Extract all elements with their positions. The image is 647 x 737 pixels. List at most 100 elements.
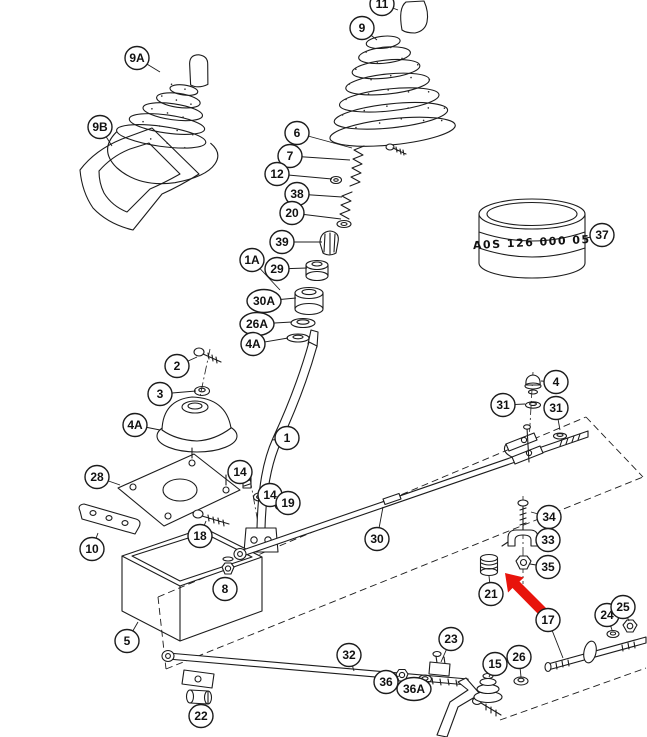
callout-12 — [264, 161, 290, 187]
sleeve-37: A0S 126 000 05 — [473, 198, 591, 279]
callout-1 — [274, 425, 300, 451]
callout-label-22: 22 — [194, 709, 208, 723]
callout-23 — [438, 626, 464, 652]
housing-5 — [121, 527, 263, 642]
callout-label-15: 15 — [488, 657, 502, 671]
screw-2 — [193, 347, 222, 364]
washer-31-right — [552, 432, 568, 440]
washer-20 — [336, 219, 352, 229]
gear-lever-boot-small — [107, 54, 219, 185]
callout-29 — [264, 256, 290, 282]
callout-33 — [535, 527, 561, 553]
callout-37 — [589, 222, 615, 248]
callout-label-4A: 4A — [245, 337, 261, 351]
callout-label-6: 6 — [294, 126, 301, 140]
boot-trim-frame — [79, 127, 200, 231]
callout-22 — [188, 703, 214, 729]
callout-label-1A: 1A — [244, 253, 260, 267]
callout-label-28: 28 — [90, 470, 104, 484]
callout-25 — [610, 594, 636, 620]
screw-7 — [385, 143, 407, 156]
callout-label-7: 7 — [287, 149, 294, 163]
callout-9A — [124, 45, 150, 71]
screw-34 — [517, 499, 529, 531]
callout-label-30: 30 — [370, 532, 384, 546]
clamp-23 — [428, 650, 451, 677]
callout-4A — [240, 331, 266, 357]
bushing-21 — [479, 553, 499, 577]
callout-label-14: 14 — [263, 488, 277, 502]
selector-rod-30 — [233, 424, 589, 561]
callout-3 — [147, 381, 173, 407]
callout-20 — [279, 200, 305, 226]
callout-label-21: 21 — [484, 587, 498, 601]
cup-30a — [294, 286, 324, 316]
bushing-29 — [305, 259, 329, 282]
callout-26 — [506, 644, 532, 670]
nut-8 — [221, 556, 235, 575]
callout-label-31: 31 — [496, 398, 510, 412]
callout-label-14: 14 — [233, 465, 247, 479]
callout-19 — [275, 490, 301, 516]
callout-label-34: 34 — [542, 510, 556, 524]
shift-knob — [400, 0, 429, 34]
spring-38 — [339, 191, 353, 220]
washer-3 — [193, 385, 211, 397]
sleeve-part-number: A0S 126 000 05 — [473, 233, 591, 252]
callout-label-31: 31 — [549, 401, 563, 415]
callout-label-9A: 9A — [129, 51, 145, 65]
callout-label-2: 2 — [174, 359, 181, 373]
washer-26 — [513, 676, 529, 686]
ring-26a — [290, 317, 316, 329]
callout-35 — [535, 554, 561, 580]
callout-4 — [543, 369, 569, 395]
callout-label-10: 10 — [85, 542, 99, 556]
lever-dome-4a — [156, 396, 238, 453]
callout-label-37: 37 — [595, 228, 609, 242]
callout-label-23: 23 — [444, 632, 458, 646]
callout-8 — [212, 576, 238, 602]
callout-18 — [187, 523, 213, 549]
callout-label-32: 32 — [342, 648, 356, 662]
callout-label-4A: 4A — [127, 418, 143, 432]
callout-label-9: 9 — [359, 21, 366, 35]
callout-label-33: 33 — [541, 533, 555, 547]
callout-label-26A: 26A — [246, 317, 268, 331]
washer-31-left — [524, 401, 542, 409]
upper-lever-small-parts — [286, 143, 407, 343]
callout-28 — [84, 464, 110, 490]
callout-39 — [269, 229, 295, 255]
callout-label-29: 29 — [270, 262, 284, 276]
callout-1A — [239, 247, 265, 273]
gear-lever-boot-large — [329, 35, 456, 147]
callout-11 — [369, 0, 395, 17]
bolt-18 — [192, 509, 230, 527]
callout-label-12: 12 — [270, 167, 284, 181]
callout-label-11: 11 — [376, 0, 389, 11]
mounting-plate-28 — [117, 447, 241, 527]
callout-label-36: 36 — [379, 675, 393, 689]
callout-label-26: 26 — [512, 650, 526, 664]
callout-label-36A: 36A — [403, 682, 425, 696]
red-pointer-arrow — [505, 573, 552, 621]
nut-36 — [395, 668, 409, 682]
callout-label-17: 17 — [541, 613, 555, 627]
ring-4a — [286, 333, 310, 343]
callout-label-24: 24 — [600, 608, 614, 622]
callout-2 — [164, 353, 190, 379]
callout-label-30A: 30A — [253, 294, 275, 308]
callout-label-5: 5 — [124, 634, 131, 648]
ring-12 — [329, 175, 343, 185]
nut-35 — [515, 555, 532, 570]
callout-30A — [246, 288, 282, 314]
callout-7 — [277, 143, 303, 169]
callout-label-3: 3 — [157, 387, 164, 401]
callout-31 — [543, 395, 569, 421]
callout-4A — [122, 412, 148, 438]
callout-label-9B: 9B — [92, 120, 108, 134]
callout-17 — [535, 607, 561, 633]
nut-25 — [622, 619, 638, 633]
